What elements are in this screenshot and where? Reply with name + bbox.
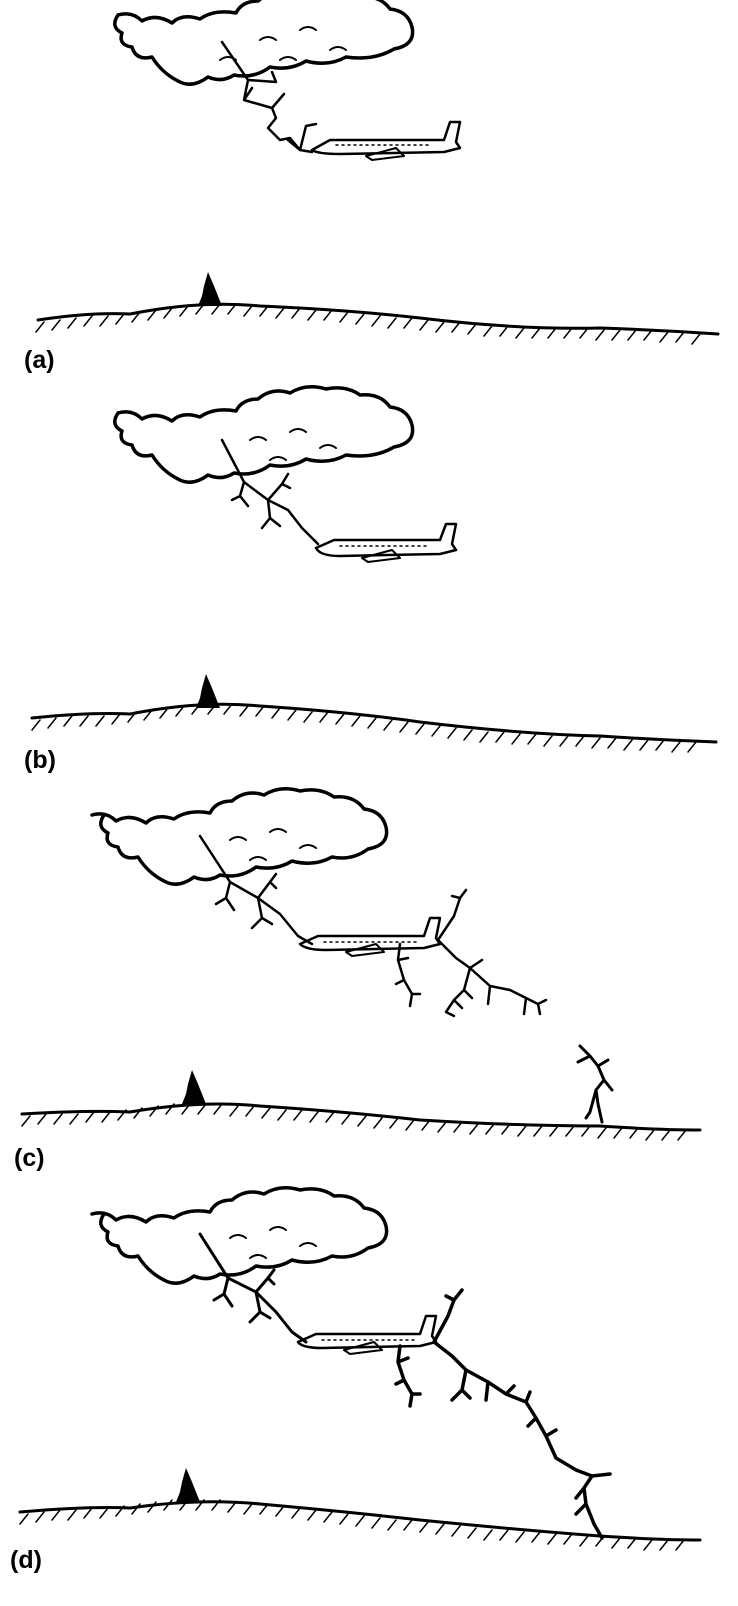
panel-label-d: (d) [10, 1546, 42, 1574]
panel-label-b: (b) [24, 746, 56, 774]
ground-icon [36, 304, 718, 344]
lightning-icon [222, 440, 318, 544]
lightning-icon [200, 1234, 306, 1342]
lightning-icon [222, 42, 316, 152]
cloud-icon [115, 0, 413, 84]
cloud-detail [230, 829, 316, 860]
cloud-detail [230, 1227, 316, 1258]
airplane-icon [298, 1316, 436, 1354]
airplane-icon [312, 122, 460, 160]
ground-icon [20, 1500, 700, 1550]
panel-c: (c) [14, 789, 700, 1172]
airplane-icon [316, 524, 456, 562]
cloud-detail [220, 27, 346, 60]
cloud-detail [250, 429, 336, 460]
tree-icon [182, 1070, 206, 1104]
tree-icon [176, 1468, 200, 1502]
lightning-icon [396, 890, 546, 1016]
panel-label-c: (c) [14, 1144, 45, 1172]
airplane-icon [300, 918, 440, 956]
panel-d: (d) [10, 1188, 700, 1574]
panel-b: (b) [24, 387, 716, 774]
panel-a: (a) [24, 0, 718, 374]
lightning-icon [578, 1046, 612, 1122]
lightning-icon [396, 1290, 610, 1538]
cloud-icon [115, 387, 413, 482]
ground-icon [32, 704, 716, 752]
panel-label-a: (a) [24, 346, 55, 374]
tree-icon [198, 272, 222, 306]
lightning-icon [200, 836, 312, 944]
